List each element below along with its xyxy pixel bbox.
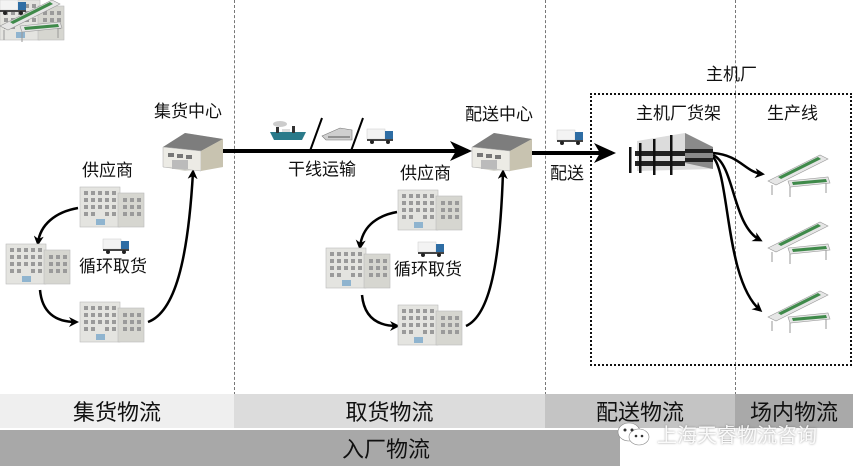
milk-run-arrow-mid-1 [355,210,398,250]
pickup-arrow-left [147,169,198,324]
milk-run-arrow-left-1 [33,206,79,246]
supplier-building-icon [79,301,145,343]
stage-label: 配送物流 [595,401,684,426]
inbound-logistics-label: 入厂物流 [341,438,430,463]
stage-label: 集货物流 [72,401,161,426]
milk-run-label-mid: 循环取货 [394,260,462,280]
production-line-icon [767,154,831,198]
warehouse-icon [162,133,223,172]
main-plant-boundary [590,93,852,366]
train-icon [321,127,353,141]
line-feed-arrow-2 [712,153,763,242]
milk-run-label-left: 循环取货 [79,257,147,277]
production-line-icon [767,290,831,334]
trunk-slash-2 [350,117,364,152]
truck-icon [102,238,130,255]
watermark-text: 上海天睿物流咨询 [657,423,817,447]
collection-center-label: 集货中心 [154,102,222,122]
stage-delivery-logistics: 配送物流 [545,394,735,428]
warehouse-icon [471,133,532,172]
supplier-building-icon [397,304,463,346]
section-divider-1 [234,0,235,395]
milk-run-arrow-left-2 [38,289,79,327]
supplier-building-icon [325,247,391,289]
truck-icon [417,241,445,258]
stage-pickup-logistics: 取货物流 [234,394,545,428]
trunk-transport-label: 干线运输 [288,160,356,180]
truck-icon [366,128,394,145]
wechat-icon [617,422,650,445]
ship-icon [270,121,306,140]
supplier-label-left: 供应商 [82,161,133,181]
inbound-logistics-bar: 入厂物流 [0,430,620,466]
delivery-label: 配送 [550,164,584,184]
main-plant-label: 主机厂 [706,65,757,85]
plant-rack-label: 主机厂货架 [636,104,721,124]
distribution-center-label: 配送中心 [465,105,533,125]
stage-label: 场内物流 [749,401,838,426]
line-feed-arrow-3 [712,156,763,312]
watermark: 上海天睿物流咨询 [617,419,817,448]
stage-in-plant-logistics: 场内物流 [735,394,853,428]
supplier-building-icon [397,189,463,231]
milk-run-arrow-mid-2 [360,294,400,331]
trunk-slash-1 [309,117,323,152]
section-divider-2 [545,0,546,395]
production-line-icon [767,221,831,265]
stage-collection-logistics: 集货物流 [0,394,234,428]
pickup-arrow-mid [465,169,508,328]
stage-label: 取货物流 [345,401,434,426]
supplier-building-icon [79,186,145,228]
line-feed-arrow-1 [712,151,765,179]
plant-rack-icon [629,133,713,175]
supplier-label-mid: 供应商 [400,164,451,184]
production-line-label: 生产线 [767,104,818,124]
supplier-building-icon [5,243,71,285]
truck-icon [556,129,584,146]
